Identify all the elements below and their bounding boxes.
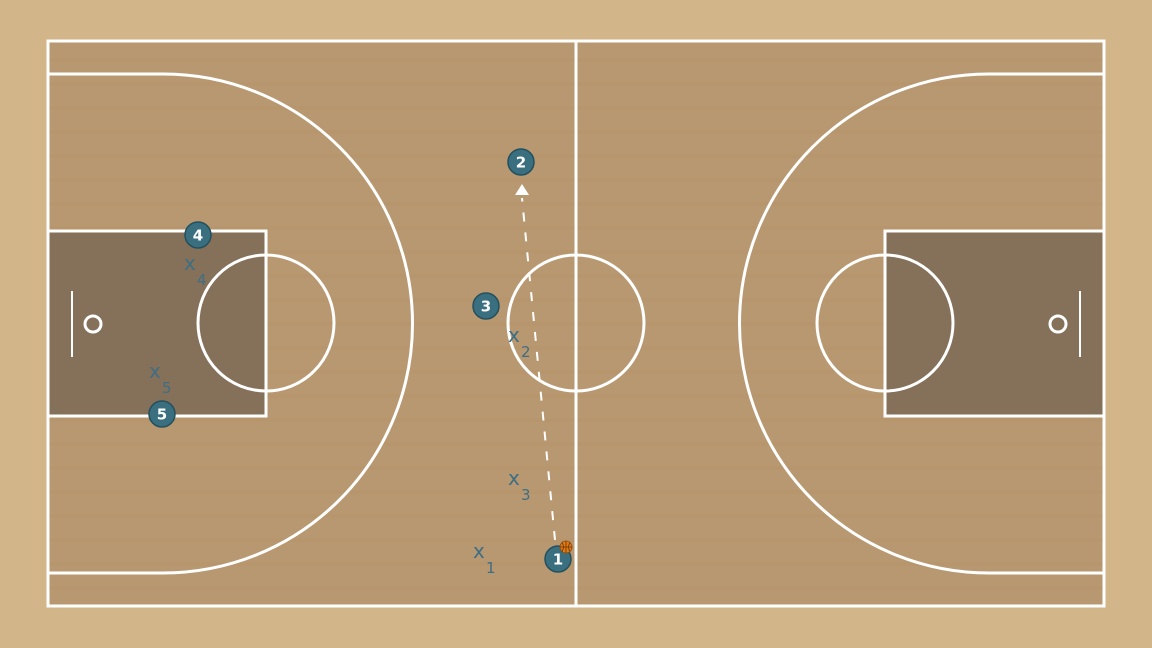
player-number: 5 bbox=[157, 406, 167, 424]
player-marker bbox=[148, 400, 176, 428]
offense-player-1[interactable]: 1 bbox=[544, 540, 573, 573]
player-marker bbox=[507, 148, 535, 176]
player-number: 3 bbox=[481, 298, 491, 316]
right-free-throw-circle bbox=[815, 253, 955, 393]
defender-x5: x5 bbox=[149, 359, 172, 397]
offense-player-5[interactable]: 5 bbox=[148, 400, 176, 428]
player-number: 4 bbox=[193, 227, 203, 245]
defender-x2: x2 bbox=[508, 323, 531, 361]
defender-number: 2 bbox=[521, 343, 531, 361]
defender-number: 4 bbox=[197, 271, 207, 289]
center-circle bbox=[506, 253, 646, 393]
left-free-throw-circle bbox=[196, 253, 336, 393]
defender-mark: x bbox=[473, 539, 485, 563]
defender-x4: x4 bbox=[184, 251, 207, 289]
player-marker bbox=[184, 221, 212, 249]
left-three-point-line bbox=[48, 72, 414, 575]
right-three-point-line bbox=[738, 72, 1104, 575]
left-paint bbox=[48, 231, 266, 416]
defender-mark: x bbox=[184, 251, 196, 275]
defender-number: 5 bbox=[162, 379, 172, 397]
player-marker bbox=[472, 292, 500, 320]
player-number: 1 bbox=[553, 551, 563, 569]
player-number: 2 bbox=[516, 154, 526, 172]
right-paint bbox=[885, 231, 1104, 416]
pass-line-1-to-2 bbox=[521, 197, 556, 541]
offense-layer: 1 2 3 4 5 bbox=[148, 148, 573, 573]
offense-player-2[interactable]: 2 bbox=[507, 148, 535, 176]
actions-layer bbox=[515, 184, 556, 541]
defender-x3: x3 bbox=[508, 466, 531, 504]
hoop-icon bbox=[83, 314, 103, 334]
defender-x1: x1 bbox=[473, 539, 496, 577]
hoop-icon bbox=[1048, 314, 1068, 334]
pass-arrowhead-icon bbox=[515, 184, 529, 195]
defender-number: 3 bbox=[521, 486, 531, 504]
basketball-icon bbox=[559, 540, 573, 554]
offense-player-3[interactable]: 3 bbox=[472, 292, 500, 320]
defender-number: 1 bbox=[486, 559, 496, 577]
offense-player-4[interactable]: 4 bbox=[184, 221, 212, 249]
defender-mark: x bbox=[508, 466, 520, 490]
defender-mark: x bbox=[508, 323, 520, 347]
right-lane bbox=[883, 229, 1106, 418]
defender-mark: x bbox=[149, 359, 161, 383]
